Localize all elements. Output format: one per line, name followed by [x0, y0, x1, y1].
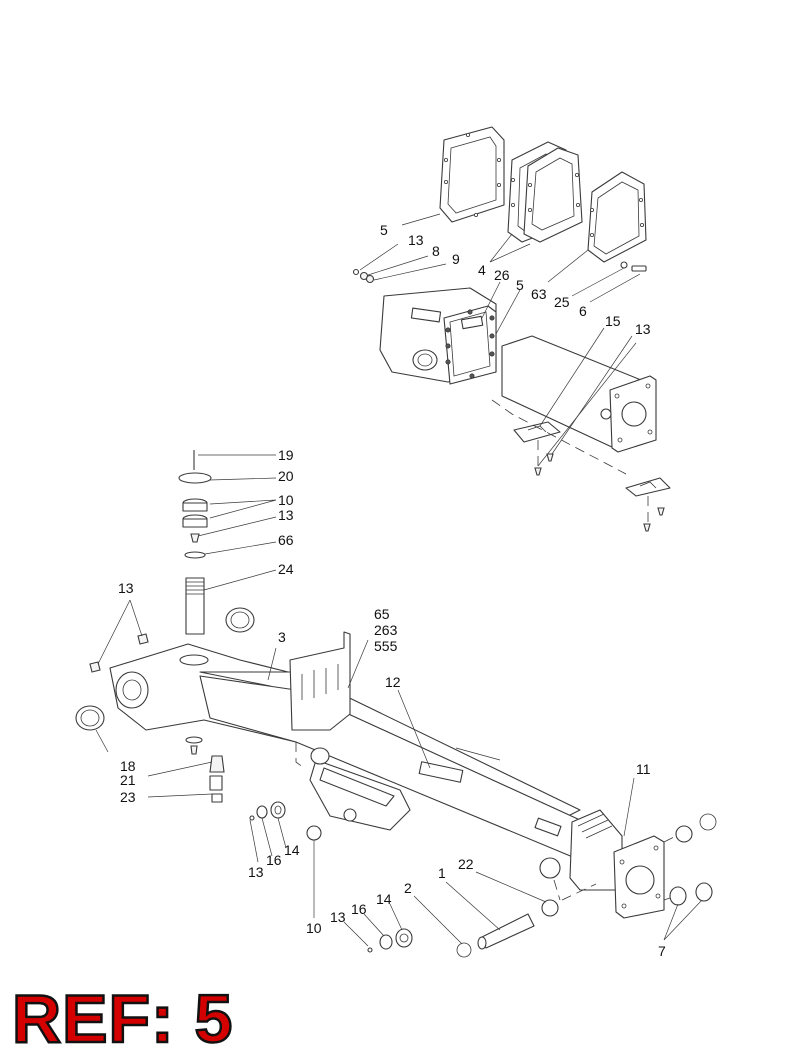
bolt-set-upper-right	[620, 261, 647, 272]
bushing-upper	[225, 607, 255, 633]
ref-label: REF: 5	[11, 981, 234, 1057]
bushing-large-left	[75, 705, 105, 731]
gasket-left	[439, 126, 505, 223]
callout-13: 13	[248, 864, 264, 880]
callout-18: 18	[120, 758, 136, 774]
bushings-right	[669, 813, 717, 906]
callout-263: 263	[374, 622, 398, 638]
callout-5: 5	[380, 222, 388, 238]
bracket-upper	[513, 421, 561, 443]
snap-ring	[456, 942, 472, 958]
mounting-plate	[289, 631, 351, 731]
callout-5: 5	[516, 277, 524, 293]
callout-24: 24	[278, 561, 294, 577]
callout-16: 16	[351, 901, 367, 917]
callout-65: 65	[374, 606, 390, 622]
fitting-stack	[209, 755, 225, 803]
callout-12: 12	[385, 674, 401, 690]
bracket-lower	[625, 477, 671, 497]
callout-16: 16	[266, 852, 282, 868]
gasket-middle-2	[523, 147, 583, 243]
callout-11: 11	[636, 761, 651, 777]
callout-1: 1	[438, 865, 446, 881]
callout-labels: 5 13 8 9 4 26 5 63 25 6 15 13 19 20 10 1…	[118, 222, 666, 959]
callout-10: 10	[306, 920, 322, 936]
gearbox-housing	[379, 287, 497, 385]
axle-pin	[477, 913, 535, 950]
callout-10: 10	[278, 492, 294, 508]
washer-set-bottom	[367, 928, 413, 953]
callout-25: 25	[554, 294, 570, 310]
callout-555: 555	[374, 638, 398, 654]
callout-22: 22	[458, 856, 474, 872]
bolt-set-upper-left	[352, 268, 375, 284]
callout-14: 14	[284, 842, 300, 858]
callout-13: 13	[330, 909, 346, 925]
bushing-small-10	[306, 825, 322, 841]
callout-7: 7	[658, 943, 666, 959]
callout-13: 13	[408, 232, 424, 248]
callout-13: 13	[635, 321, 651, 337]
callout-4: 4	[478, 262, 486, 278]
callout-3: 3	[278, 629, 286, 645]
callout-9: 9	[452, 251, 460, 267]
callout-8: 8	[432, 243, 440, 259]
upper-square-tube	[501, 335, 657, 453]
callout-20: 20	[278, 468, 294, 484]
callout-15: 15	[605, 313, 621, 329]
callout-6: 6	[579, 303, 587, 319]
callout-19: 19	[278, 447, 294, 463]
callout-26: 26	[494, 267, 510, 283]
callout-13: 13	[118, 580, 134, 596]
bushing-22	[541, 899, 559, 917]
pin-stack	[178, 450, 212, 635]
fittings-left	[89, 633, 203, 755]
callout-23: 23	[120, 789, 136, 805]
callout-21: 21	[120, 772, 136, 788]
gasket-right	[587, 171, 647, 263]
leader-lines	[95, 213, 703, 947]
callout-13: 13	[278, 507, 294, 523]
callout-63: 63	[531, 286, 547, 302]
bracket-bolts	[534, 453, 665, 532]
callout-14: 14	[376, 891, 392, 907]
callout-66: 66	[278, 532, 294, 548]
washer-set-left	[249, 801, 286, 821]
callout-2: 2	[404, 880, 412, 896]
